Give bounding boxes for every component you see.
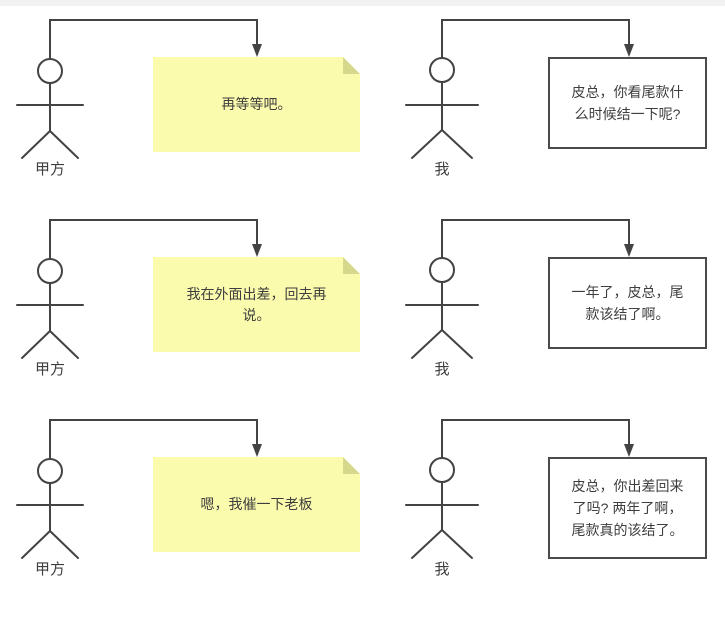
panel-row3-left: 嗯，我催一下老板 甲方	[0, 400, 362, 622]
arrowhead-icon	[624, 244, 634, 257]
actor-label: 我	[434, 161, 450, 178]
arrowhead-icon	[252, 244, 262, 257]
panel-drawing	[16, 419, 360, 559]
connector-line	[49, 419, 258, 459]
sticky-note-message: 再等等吧。	[221, 96, 292, 112]
sticky-note-shape	[153, 57, 360, 152]
actor-label: 甲方	[34, 561, 66, 578]
stick-figure	[405, 257, 479, 359]
stick-figure	[16, 58, 84, 159]
connector-line	[441, 419, 630, 458]
panel-drawing	[405, 219, 634, 359]
connector-line	[441, 219, 630, 258]
actor-label: 我	[434, 361, 450, 378]
panel-drawing	[16, 19, 360, 159]
stick-figure	[405, 457, 479, 559]
speech-box-message: 皮总，你看尾款什么时候结一下呢?	[548, 57, 707, 149]
sticky-note-fold-icon	[343, 457, 360, 474]
actor-label: 我	[434, 561, 450, 578]
panel-row2-right: 一年了，皮总，尾款该结了啊。 我	[362, 200, 725, 400]
sticky-note-message: 嗯，我催一下老板	[200, 496, 313, 512]
panel-row1-left: 再等等吧。 甲方	[0, 0, 362, 200]
panel-row3-right: 皮总，你出差回来了吗? 两年了啊，尾款真的该结了。 我	[362, 400, 725, 622]
panel-drawing	[405, 419, 634, 559]
sticky-note-fold-icon	[343, 257, 360, 274]
sticky-note-shape	[153, 257, 360, 352]
connector-line	[441, 19, 630, 58]
stick-figure	[405, 57, 479, 159]
arrowhead-icon	[624, 444, 634, 457]
arrowhead-icon	[252, 444, 262, 457]
sticky-note-message: 我在外面出差，回去再说。	[186, 285, 327, 323]
stick-figure	[16, 258, 84, 359]
panel-drawing	[405, 19, 634, 159]
arrowhead-icon	[252, 44, 262, 57]
sticky-note-fold-icon	[343, 57, 360, 74]
stick-figure	[16, 458, 84, 559]
connector-line	[49, 219, 258, 259]
panel-row2-left: 我在外面出差，回去再说。 甲方	[0, 200, 362, 400]
speech-box-message: 一年了，皮总，尾款该结了啊。	[548, 257, 707, 349]
top-strip	[0, 0, 725, 6]
arrowhead-icon	[624, 44, 634, 57]
panel-drawing	[16, 219, 360, 359]
actor-label: 甲方	[34, 161, 66, 178]
sticky-note-shape	[153, 457, 360, 552]
panel-row1-right: 皮总，你看尾款什么时候结一下呢? 我	[362, 0, 725, 200]
speech-box-message: 皮总，你出差回来了吗? 两年了啊，尾款真的该结了。	[548, 457, 707, 559]
connector-line	[49, 19, 258, 59]
actor-label: 甲方	[34, 361, 66, 378]
